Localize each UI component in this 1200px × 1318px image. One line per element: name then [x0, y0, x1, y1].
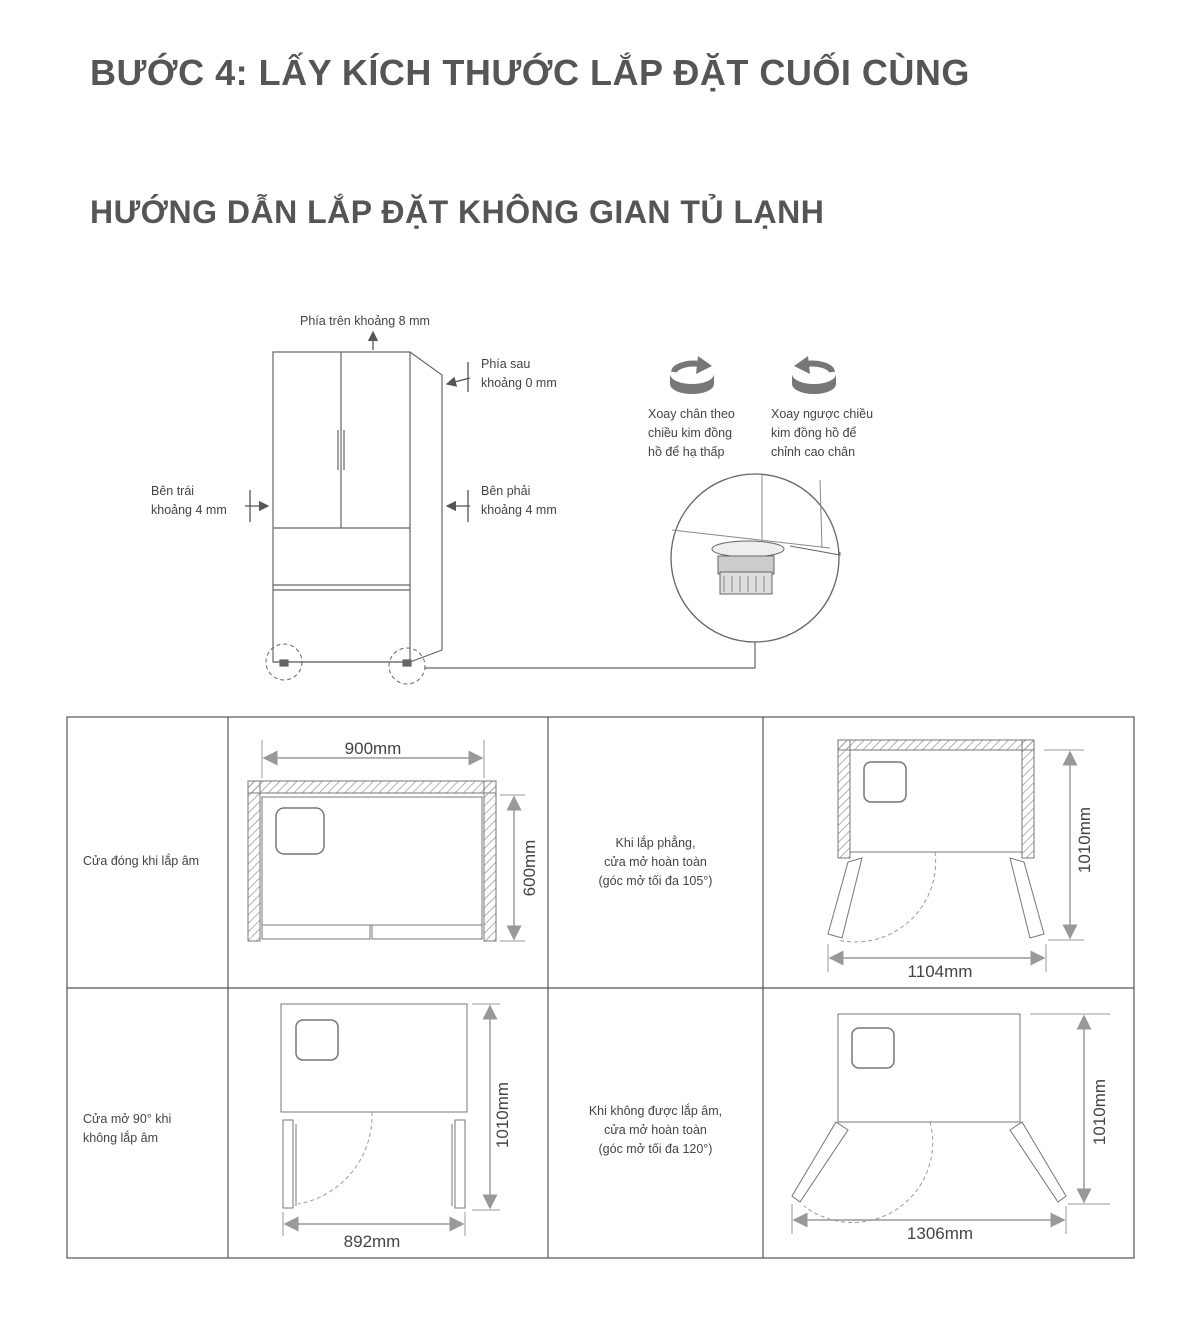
- row1-label: Cửa đóng khi lắp âm: [83, 854, 200, 868]
- right-clearance-label-2: khoảng 4 mm: [481, 503, 557, 517]
- counter-label-1: Xoay ngược chiều: [771, 407, 874, 421]
- rotate-counterclockwise-icon: [792, 356, 836, 394]
- foot-detail-zoom: [670, 473, 841, 643]
- back-clearance-label-1: Phía sau: [481, 357, 531, 371]
- flush-install-open-diagram: 1104mm 1010mm: [827, 739, 1094, 981]
- fridge-clearance-diagram: [245, 330, 841, 685]
- right-clearance-label-1: Bên phải: [481, 484, 531, 498]
- width-892-label: 892mm: [344, 1232, 401, 1251]
- row1-mid-line2: cửa mở hoàn toàn: [604, 855, 707, 869]
- freestanding-120-diagram: 1306mm 1010mm: [791, 1013, 1110, 1243]
- clearance-arrows: [245, 330, 471, 522]
- row2-mid-line3: (góc mở tối đa 120°): [598, 1142, 713, 1156]
- fridge-front-view: [272, 351, 443, 667]
- row2-mid-line2: cửa mở hoàn toàn: [604, 1123, 707, 1137]
- left-clearance-label-1: Bên trái: [151, 484, 195, 498]
- depth-600-label: 600mm: [520, 840, 539, 897]
- depth-1010-label-3: 1010mm: [1090, 1079, 1109, 1145]
- table-grid: [66, 716, 1135, 1259]
- width-900-label: 900mm: [345, 739, 402, 758]
- rotate-clockwise-icon: [670, 356, 714, 394]
- step-title: BƯỚC 4: LẤY KÍCH THƯỚC LẮP ĐẶT CUỐI CÙNG: [90, 52, 970, 93]
- depth-1010-label-1: 1010mm: [1075, 807, 1094, 873]
- right-foot-callout: [388, 647, 426, 685]
- freestanding-90-diagram: 892mm 1010mm: [280, 1003, 512, 1251]
- counter-label-3: chỉnh cao chân: [771, 445, 856, 459]
- back-clearance-label-2: khoảng 0 mm: [481, 376, 557, 390]
- dimension-table: 900mm 600mm 1104mm 1010mm 892: [66, 716, 1135, 1259]
- width-1306-label: 1306mm: [907, 1224, 973, 1243]
- top-clearance-label: Phía trên khoảng 8 mm: [300, 314, 430, 328]
- left-foot-callout: [265, 643, 303, 681]
- row2-label-line1: Cửa mở 90° khi: [83, 1112, 172, 1126]
- row1-mid-line1: Khi lắp phẳng,: [615, 836, 696, 850]
- counter-label-2: kim đồng hồ để: [771, 426, 857, 440]
- row2-label-line2: không lắp âm: [83, 1131, 159, 1145]
- clockwise-label-1: Xoay chân theo: [648, 407, 735, 421]
- built-in-closed-diagram: 900mm 600mm: [247, 739, 539, 942]
- callout-connector: [425, 640, 756, 669]
- clockwise-label-3: hồ để hạ thấp: [648, 445, 725, 459]
- clockwise-label-2: chiều kim đồng: [648, 426, 733, 440]
- depth-1010-label-2: 1010mm: [493, 1082, 512, 1148]
- section-title: HƯỚNG DẪN LẮP ĐẶT KHÔNG GIAN TỦ LẠNH: [90, 194, 825, 230]
- left-clearance-label-2: khoảng 4 mm: [151, 503, 227, 517]
- row1-mid-line3: (góc mở tối đa 105°): [598, 874, 713, 888]
- width-1104-label: 1104mm: [908, 962, 973, 981]
- row2-mid-line1: Khi không được lắp âm,: [588, 1104, 723, 1118]
